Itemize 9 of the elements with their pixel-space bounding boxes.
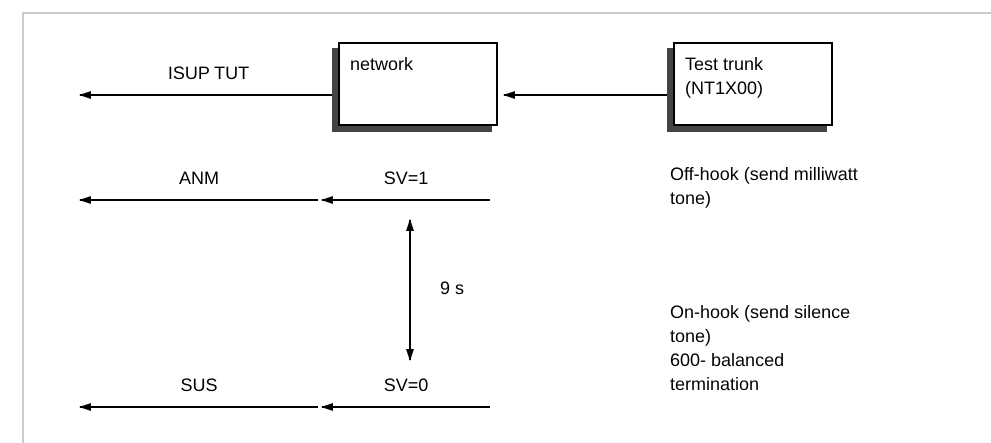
state-note: 600- balanced termination: [670, 349, 786, 396]
signal-label: ANM: [179, 167, 219, 189]
signal-label: SV=0: [384, 374, 428, 396]
state-note: Off-hook (send milliwatt tone): [670, 163, 859, 210]
signal-label: SUS: [180, 374, 218, 396]
duration-label: 9 s: [440, 277, 464, 300]
signal-label: SV=1: [384, 167, 428, 189]
edge-label: ISUP TUT: [168, 62, 250, 84]
state-note: On-hook (send silence tone): [670, 301, 852, 348]
